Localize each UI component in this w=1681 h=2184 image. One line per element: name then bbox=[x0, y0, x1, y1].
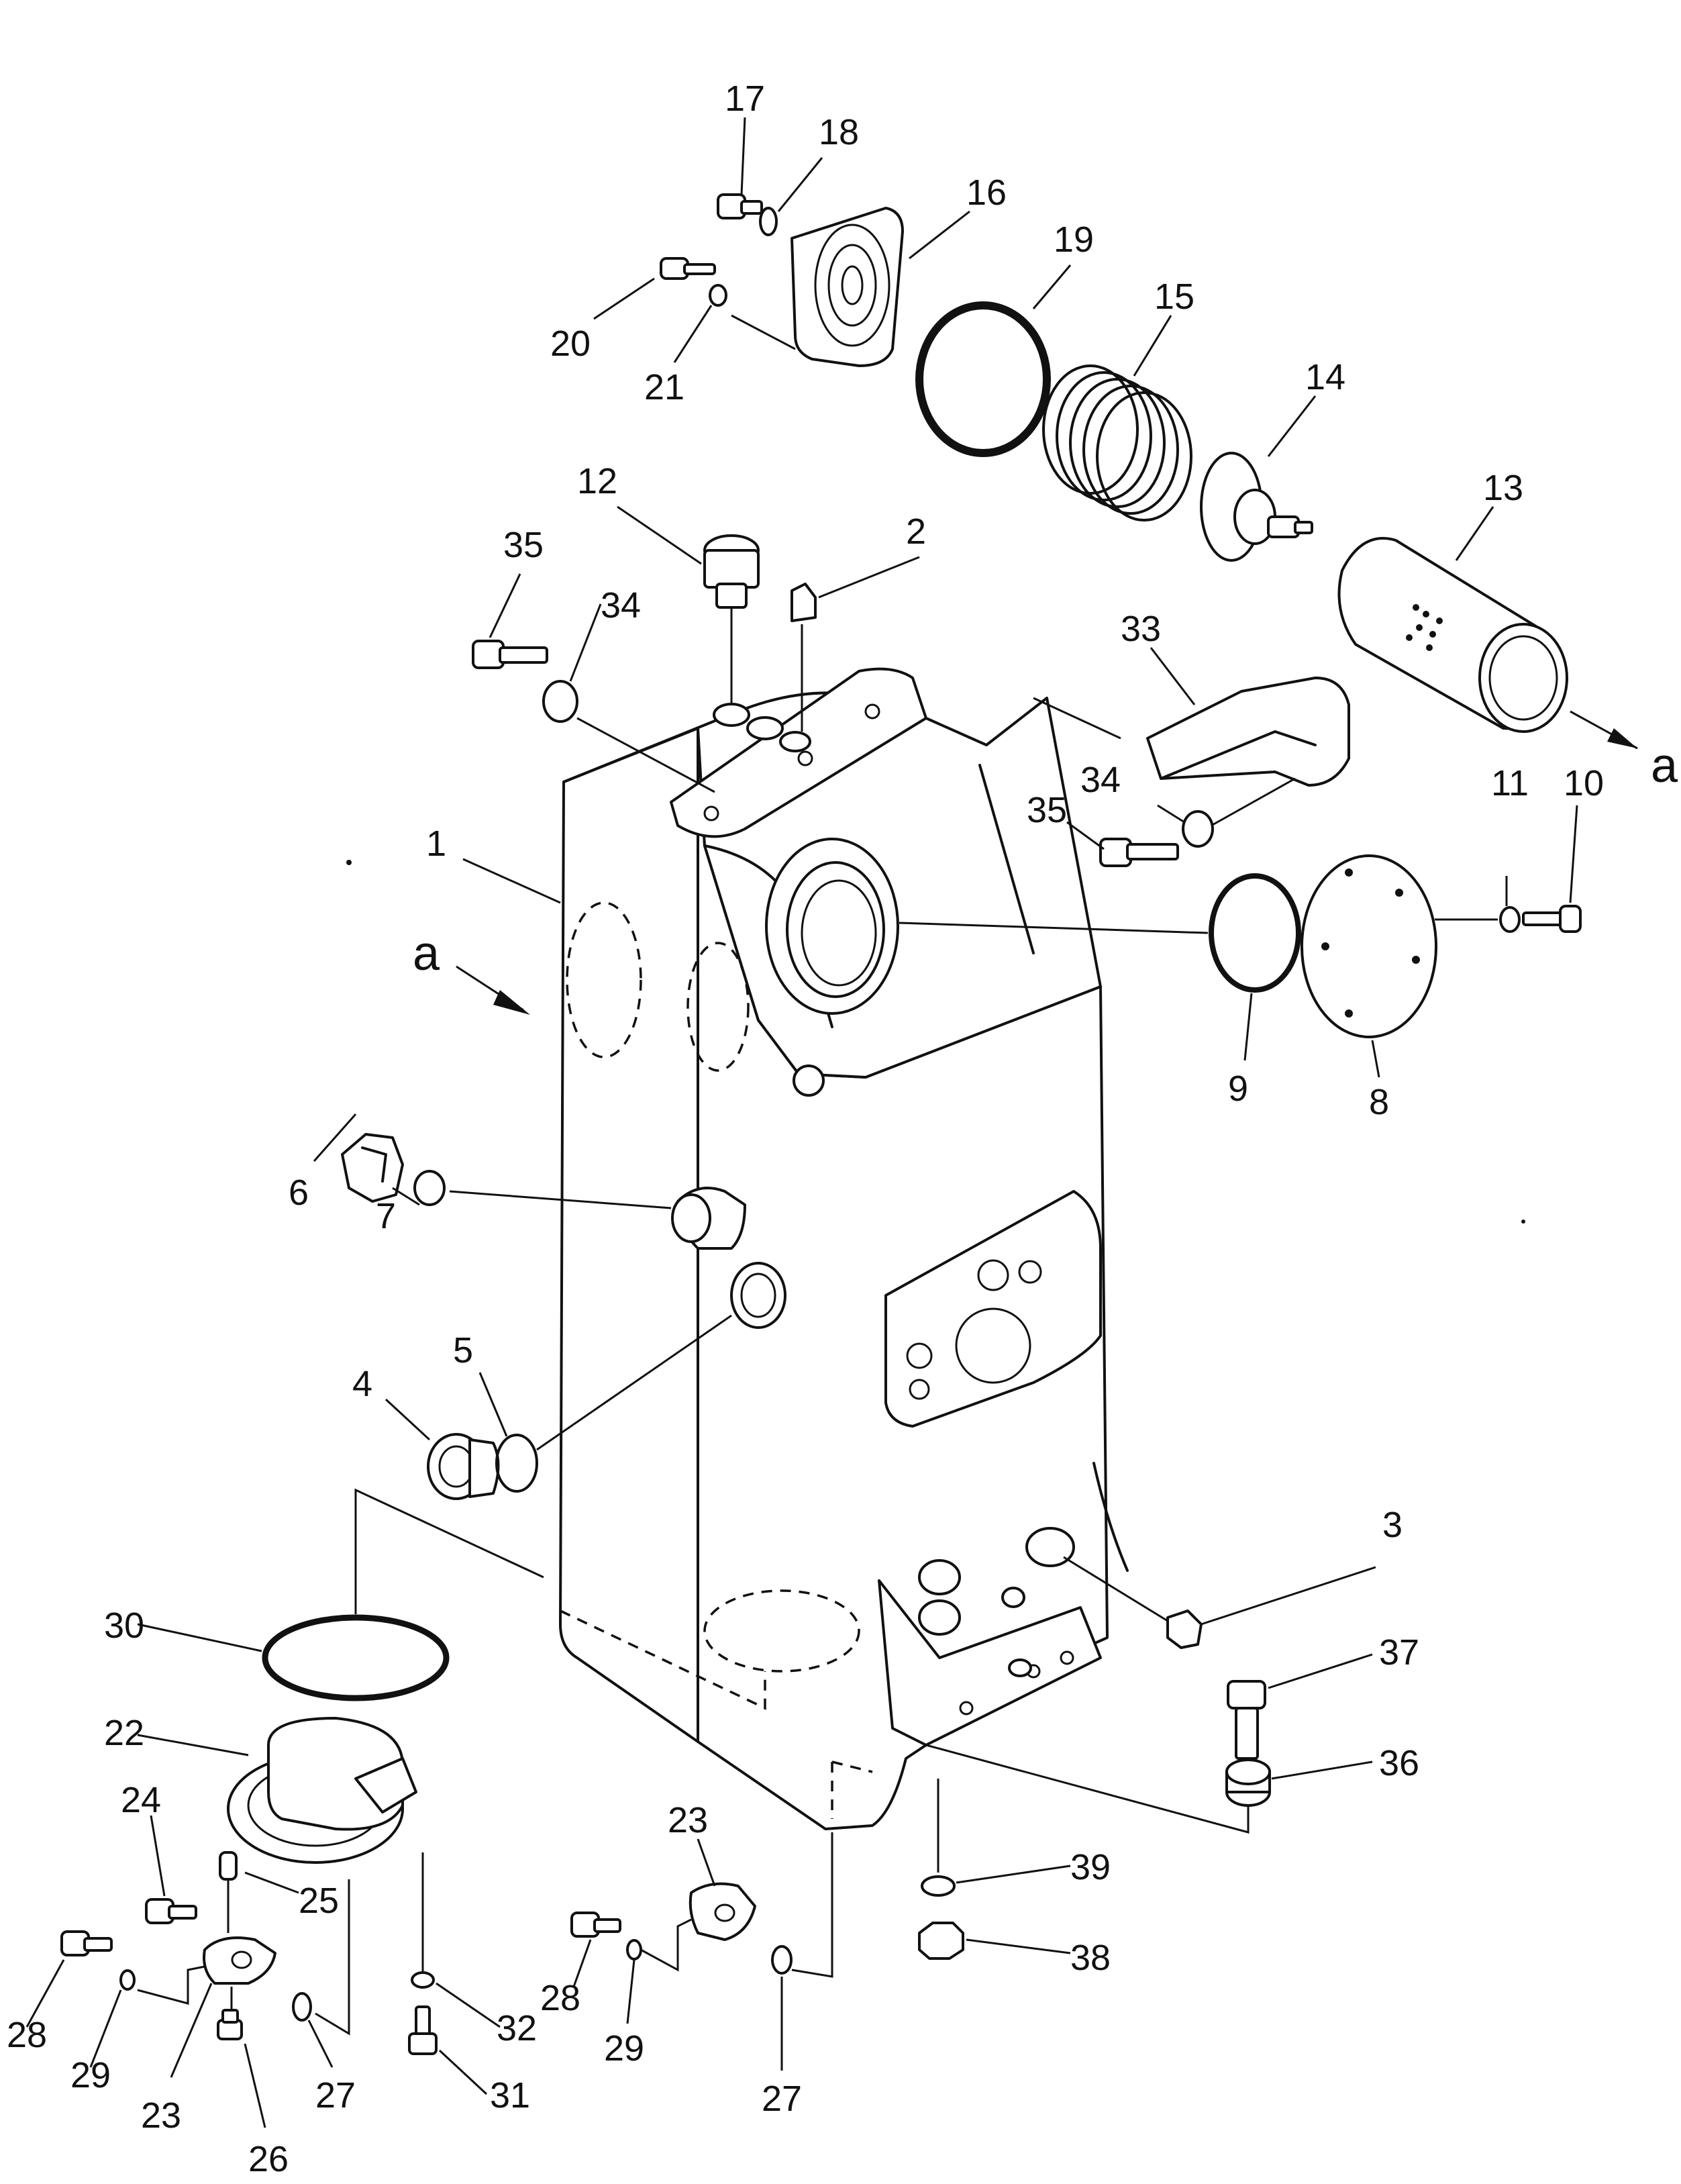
callout-15: 15 bbox=[1154, 277, 1194, 317]
callout-21: 21 bbox=[644, 367, 684, 407]
bolt-35-lower bbox=[1099, 838, 1179, 867]
callout-1: 1 bbox=[426, 824, 446, 864]
callout-31: 31 bbox=[490, 2075, 530, 2116]
callout-8: 8 bbox=[1369, 1082, 1389, 1122]
callout-27-middle: 27 bbox=[762, 2079, 802, 2119]
callout-28-left: 28 bbox=[7, 2015, 47, 2055]
o-ring-19 bbox=[915, 301, 1051, 457]
callout-30: 30 bbox=[104, 1605, 144, 1646]
gasket-7 bbox=[413, 1170, 446, 1206]
callout-12: 12 bbox=[577, 461, 617, 501]
callout-17: 17 bbox=[725, 79, 765, 119]
callout-35-lower: 35 bbox=[1027, 790, 1067, 830]
breather-2 bbox=[791, 583, 817, 622]
callout-29-middle: 29 bbox=[604, 2028, 644, 2069]
view-marker-a-right: a bbox=[1651, 739, 1678, 793]
washer-18 bbox=[759, 207, 778, 236]
callout-33: 33 bbox=[1121, 609, 1161, 649]
spring-15 bbox=[1042, 364, 1192, 522]
bolt-28-left bbox=[60, 1930, 113, 1956]
bracket-33 bbox=[1146, 677, 1350, 787]
callout-25: 25 bbox=[299, 1881, 339, 1921]
callout-27-left: 27 bbox=[315, 2075, 356, 2116]
callout-35-upper: 35 bbox=[503, 525, 544, 565]
callout-3: 3 bbox=[1382, 1505, 1403, 1545]
bolt-31 bbox=[408, 2005, 438, 2055]
callout-14: 14 bbox=[1305, 357, 1345, 397]
washer-29-left bbox=[119, 1969, 136, 1991]
pin-25 bbox=[219, 1851, 238, 1881]
callout-34-lower: 34 bbox=[1080, 760, 1121, 800]
callout-11: 11 bbox=[1491, 763, 1529, 803]
callout-29-left: 29 bbox=[70, 2055, 111, 2095]
bolt-28-middle bbox=[570, 1912, 621, 1938]
cap-6 bbox=[341, 1133, 404, 1203]
o-ring-5 bbox=[495, 1434, 538, 1493]
callout-10: 10 bbox=[1564, 763, 1604, 803]
washer-11 bbox=[1499, 906, 1521, 933]
o-ring-27-middle bbox=[771, 1945, 793, 1975]
cover-plate-8 bbox=[1301, 854, 1437, 1038]
filter-cover-16 bbox=[791, 207, 904, 367]
washer-32 bbox=[411, 1971, 435, 1989]
washer-29-middle bbox=[626, 1939, 642, 1960]
callout-19: 19 bbox=[1054, 219, 1094, 260]
valve-14 bbox=[1200, 452, 1313, 562]
callout-28-middle: 28 bbox=[540, 1978, 580, 2018]
collar-34-lower bbox=[1182, 810, 1214, 848]
filter-element-13 bbox=[1337, 537, 1568, 733]
callout-6: 6 bbox=[289, 1173, 309, 1213]
bolt-37 bbox=[1227, 1680, 1266, 1760]
callout-23-middle: 23 bbox=[668, 1800, 708, 1840]
callout-2: 2 bbox=[906, 511, 926, 552]
callout-26: 26 bbox=[248, 2139, 289, 2179]
collar-34-upper bbox=[542, 680, 578, 723]
callout-4: 4 bbox=[352, 1364, 372, 1404]
callout-39: 39 bbox=[1070, 1847, 1111, 1887]
bolt-35-upper bbox=[472, 640, 548, 669]
callout-34-upper: 34 bbox=[601, 585, 641, 626]
tank-body bbox=[559, 667, 1129, 1830]
plug-4 bbox=[427, 1433, 500, 1500]
fitting-12 bbox=[703, 534, 760, 609]
callout-16: 16 bbox=[966, 172, 1007, 213]
plug-3 bbox=[1166, 1609, 1203, 1649]
o-ring-27-left bbox=[292, 1992, 312, 2022]
bolt-10 bbox=[1522, 905, 1582, 933]
bolt-20 bbox=[660, 257, 716, 280]
callout-23-left: 23 bbox=[141, 2095, 181, 2136]
callout-18: 18 bbox=[819, 112, 859, 152]
callout-36: 36 bbox=[1379, 1743, 1419, 1783]
callout-38: 38 bbox=[1070, 1938, 1111, 1978]
nut-38 bbox=[918, 1922, 964, 1960]
o-ring-9 bbox=[1209, 873, 1301, 993]
flange-23-left bbox=[203, 1936, 276, 1985]
plug-26 bbox=[217, 2009, 243, 2040]
callout-24: 24 bbox=[121, 1780, 161, 1820]
callout-37: 37 bbox=[1379, 1632, 1419, 1673]
view-marker-a-left: a bbox=[413, 927, 440, 981]
strainer-cover-22 bbox=[227, 1717, 417, 1864]
o-ring-30 bbox=[262, 1614, 450, 1701]
callout-32: 32 bbox=[497, 2008, 537, 2048]
callout-13: 13 bbox=[1483, 468, 1523, 508]
callout-9: 9 bbox=[1228, 1069, 1248, 1109]
callout-labels: 17 18 16 19 15 14 13 20 21 12 2 35 34 33… bbox=[7, 79, 1678, 2179]
bolt-17 bbox=[717, 193, 763, 219]
callout-7: 7 bbox=[376, 1196, 396, 1236]
collar-36 bbox=[1225, 1758, 1271, 1807]
bolt-24 bbox=[145, 1898, 197, 1924]
flange-23-middle bbox=[689, 1882, 756, 1941]
callout-5: 5 bbox=[453, 1330, 473, 1371]
callout-20: 20 bbox=[550, 324, 591, 364]
washer-21 bbox=[709, 284, 727, 307]
callout-22: 22 bbox=[104, 1713, 144, 1753]
leader-lines bbox=[26, 117, 1638, 2128]
washer-39 bbox=[921, 1875, 956, 1897]
